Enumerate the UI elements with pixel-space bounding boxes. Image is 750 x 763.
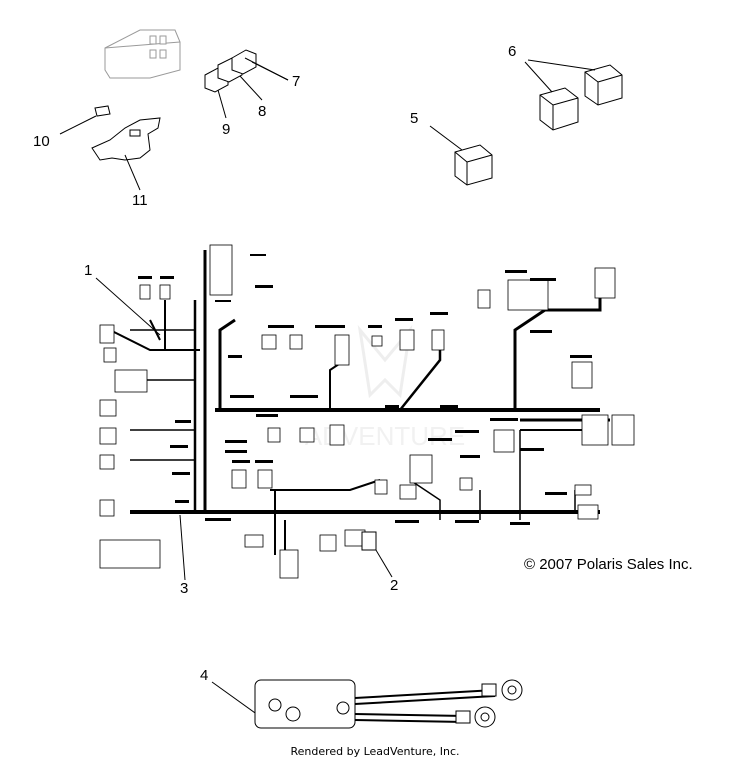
callout-2: 2 (390, 577, 398, 594)
callout-6: 6 (508, 43, 516, 60)
copyright-notice: © 2007 Polaris Sales Inc. (524, 556, 693, 573)
harness-connectors (99, 244, 635, 579)
render-credit: Rendered by LeadVenture, Inc. (290, 745, 460, 758)
svg-text:ADVENTURE: ADVENTURE (305, 421, 465, 451)
callout-7: 7 (292, 73, 300, 90)
fuse-box-part (104, 29, 181, 79)
callout-11: 11 (132, 192, 148, 209)
callout-1: 1 (84, 262, 92, 279)
callout-9: 9 (222, 121, 230, 138)
callout-10: 10 (33, 133, 50, 150)
callout-5: 5 (410, 110, 418, 127)
callout-4: 4 (200, 667, 208, 684)
callout-8: 8 (258, 103, 266, 120)
fuse-parts (204, 49, 289, 119)
bracket-part (91, 117, 161, 191)
relay-parts-6 (524, 59, 623, 131)
harness-label-marks (138, 254, 592, 525)
callout-3: 3 (180, 580, 188, 597)
relay-part-5 (429, 125, 493, 186)
screw-part (59, 105, 111, 135)
connector-part-2 (361, 531, 377, 551)
battery-cable-part-4 (254, 679, 523, 729)
